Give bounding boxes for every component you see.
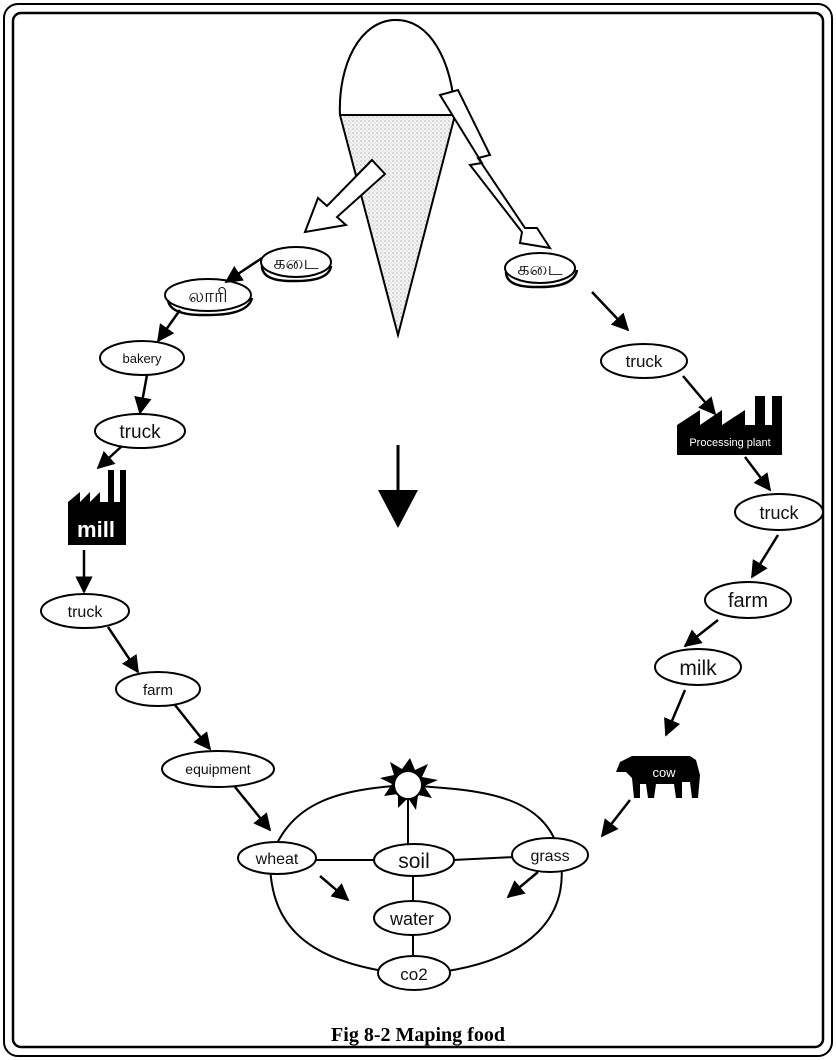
processing-plant-factory-icon: Processing plant <box>677 396 782 455</box>
left-store-label: கடை <box>273 253 318 274</box>
sun-icon <box>380 758 438 810</box>
left-chain-arrows <box>75 256 272 832</box>
cone-left-hollow-arrow <box>303 158 387 234</box>
wheat-label: wheat <box>255 851 299 868</box>
right-truck-top-node: truck <box>600 343 688 379</box>
right-chain-arrows <box>591 291 780 838</box>
left-truck-bottom-node: truck <box>40 593 130 629</box>
mill-label: mill <box>77 517 115 542</box>
right-truck-bottom-node: truck <box>734 493 824 531</box>
left-store-node: கடை <box>260 246 333 283</box>
left-bakery-label: bakery <box>122 351 162 366</box>
ecosystem-arrows <box>319 871 539 902</box>
co2-node: co2 <box>377 955 451 991</box>
mill-factory-icon: mill <box>68 470 126 545</box>
grass-node: grass <box>511 837 589 873</box>
right-farm-node: farm <box>704 581 792 619</box>
center-down-arrow <box>378 445 418 528</box>
grass-label: grass <box>530 848 569 865</box>
right-truck-bottom-label: truck <box>759 503 799 523</box>
left-truck-top-node: truck <box>94 413 186 449</box>
ice-cream-cone <box>338 18 457 339</box>
soil-node: soil <box>373 843 455 877</box>
right-milk-node: milk <box>654 648 742 686</box>
cow-icon: cow <box>616 756 700 798</box>
left-farm-label: farm <box>143 682 173 699</box>
left-equipment-node: equipment <box>161 750 275 788</box>
left-truck-bottom-label: truck <box>68 604 104 621</box>
wheat-node: wheat <box>237 841 317 875</box>
co2-label: co2 <box>400 965 427 984</box>
soil-label: soil <box>398 850 430 873</box>
processing-plant-label: Processing plant <box>689 437 770 449</box>
right-store-node: கடை <box>504 252 579 289</box>
figure-caption: Fig 8-2 Maping food <box>331 1024 505 1046</box>
left-bakery-node: bakery <box>99 340 185 376</box>
outer-frame <box>3 3 833 1057</box>
right-farm-label: farm <box>728 590 768 612</box>
left-lorry-node: லாரி <box>164 278 254 317</box>
right-milk-label: milk <box>679 657 717 680</box>
left-farm-node: farm <box>115 671 201 707</box>
left-equipment-label: equipment <box>185 761 250 777</box>
ecosystem-links <box>315 800 516 955</box>
left-lorry-label: லாரி <box>188 286 227 307</box>
right-store-label: கடை <box>517 259 562 280</box>
cow-label: cow <box>652 765 676 780</box>
ecosystem-outer-loop <box>268 783 563 977</box>
right-truck-top-label: truck <box>626 352 663 371</box>
water-node: water <box>373 900 451 936</box>
left-truck-top-label: truck <box>119 422 161 443</box>
cone-right-lightning-arrow <box>438 88 553 250</box>
water-label: water <box>389 909 434 929</box>
inner-frame <box>11 11 825 1049</box>
